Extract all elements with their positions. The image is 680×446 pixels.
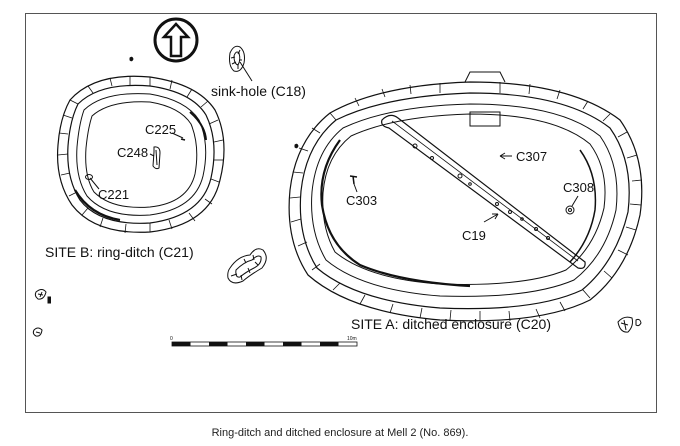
north-arrow-icon — [153, 17, 199, 63]
label-c19: C19 — [462, 228, 486, 243]
site-b-features — [85, 132, 186, 190]
outlying-features — [32, 56, 642, 337]
label-c221: C221 — [98, 187, 130, 202]
site-a-enclosure — [288, 71, 643, 322]
site-b-ring-ditch — [56, 75, 225, 234]
site-a-features — [349, 152, 579, 223]
label-c303: C303 — [346, 193, 378, 208]
label-sink-hole: sink-hole (C18) — [211, 83, 306, 99]
label-site-b: SITE B: ring-ditch (C21) — [45, 244, 194, 260]
sink-hole-leader — [239, 61, 253, 82]
site-b-outlier-feature — [227, 248, 267, 284]
ditch-c19 — [381, 114, 586, 269]
label-c248: C248 — [117, 145, 149, 160]
scale-start-label: 0 — [170, 336, 173, 342]
figure-frame — [25, 13, 657, 413]
scale-bar — [171, 341, 358, 347]
scale-end-label: 10m — [347, 336, 357, 342]
label-c307: C307 — [516, 149, 548, 164]
label-site-a: SITE A: ditched enclosure (C20) — [351, 316, 551, 332]
sink-hole-feature — [229, 45, 245, 72]
label-c308: C308 — [563, 180, 595, 195]
figure-caption: Ring-ditch and ditched enclosure at Mell… — [211, 427, 469, 439]
label-c225: C225 — [145, 122, 177, 137]
